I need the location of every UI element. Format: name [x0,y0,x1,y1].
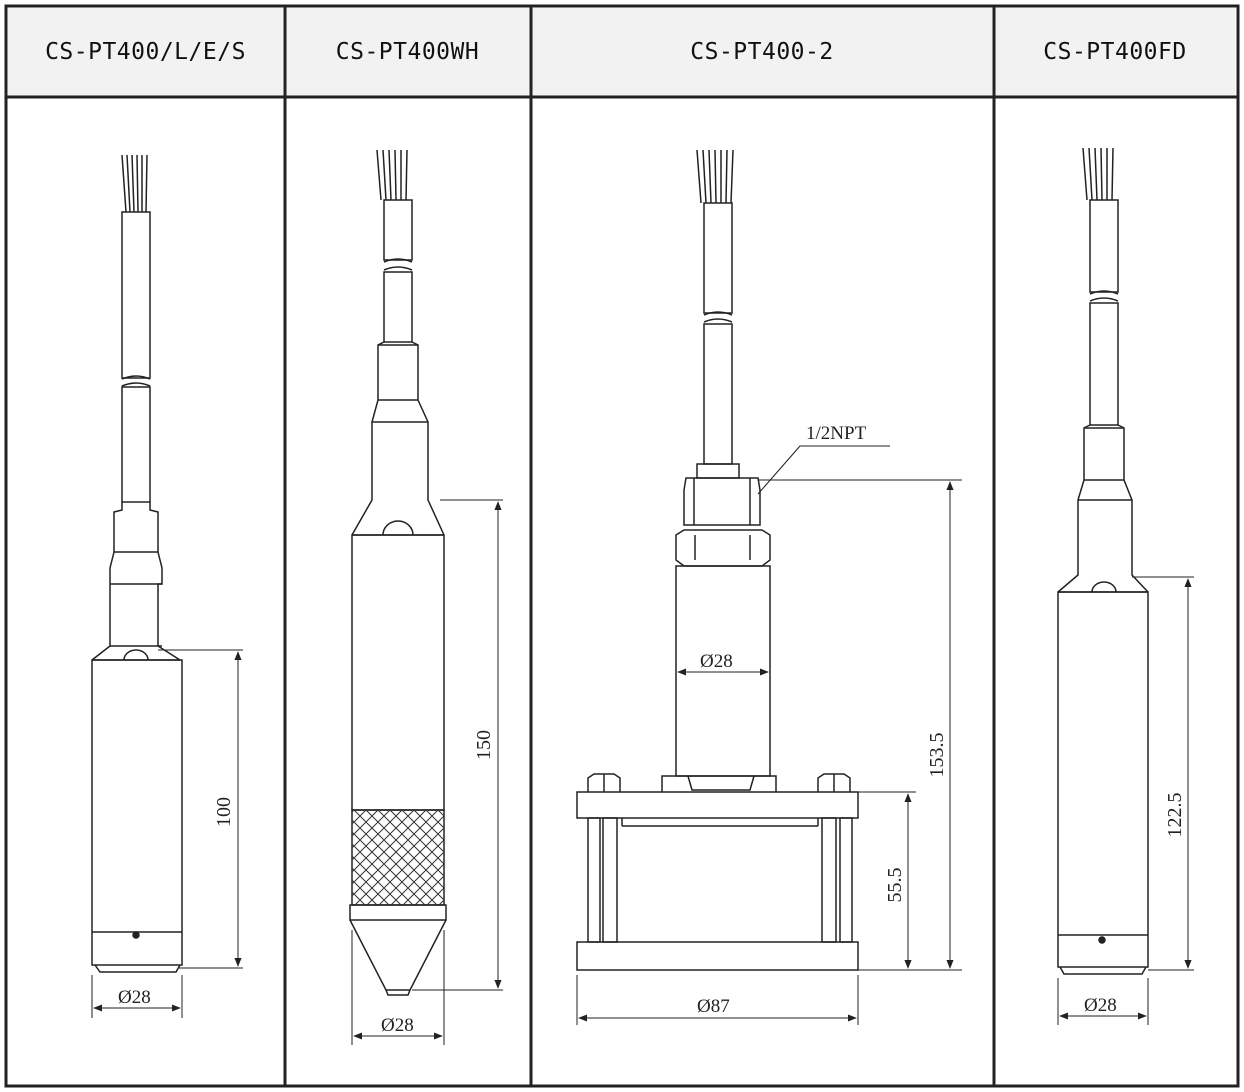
dimensions-pt400fd [1057,576,1194,1025]
model-label: CS-PT400WH [335,39,480,65]
dim-height: 100 [213,797,235,827]
sensor-pt400fd [1057,147,1149,975]
dim-diameter: Ø28 [1084,995,1117,1016]
dim-base-diameter: Ø87 [697,996,730,1017]
dim-diameter: Ø28 [381,1015,414,1036]
table-grid [4,4,1240,1088]
model-label: CS-PT400FD [1043,39,1187,65]
dimensions-pt400-2 [576,445,962,1025]
dim-base-height: 55.5 [884,868,906,903]
header-cell-pt400fd: CS-PT400FD [995,8,1235,96]
header-cell-pt400-les: CS-PT400/L/E/S [8,8,283,96]
dim-height: 153.5 [926,733,948,778]
dimensions-pt400-les [91,649,243,1018]
header-cell-pt400wh: CS-PT400WH [286,8,529,96]
model-label: CS-PT400-2 [690,39,834,65]
dimensions-pt400wh [351,499,503,1045]
sensor-pt400-2 [576,149,859,971]
dim-height: 122.5 [1164,793,1186,838]
header-cell-pt400-2: CS-PT400-2 [532,8,992,96]
dim-thread: 1/2NPT [806,423,867,444]
sensor-pt400wh [349,149,447,996]
dim-diameter: Ø28 [118,987,151,1008]
dim-diameter: Ø28 [700,651,733,672]
sensor-pt400-les [91,154,183,973]
model-label: CS-PT400/L/E/S [45,39,246,65]
dim-height: 150 [473,730,495,760]
